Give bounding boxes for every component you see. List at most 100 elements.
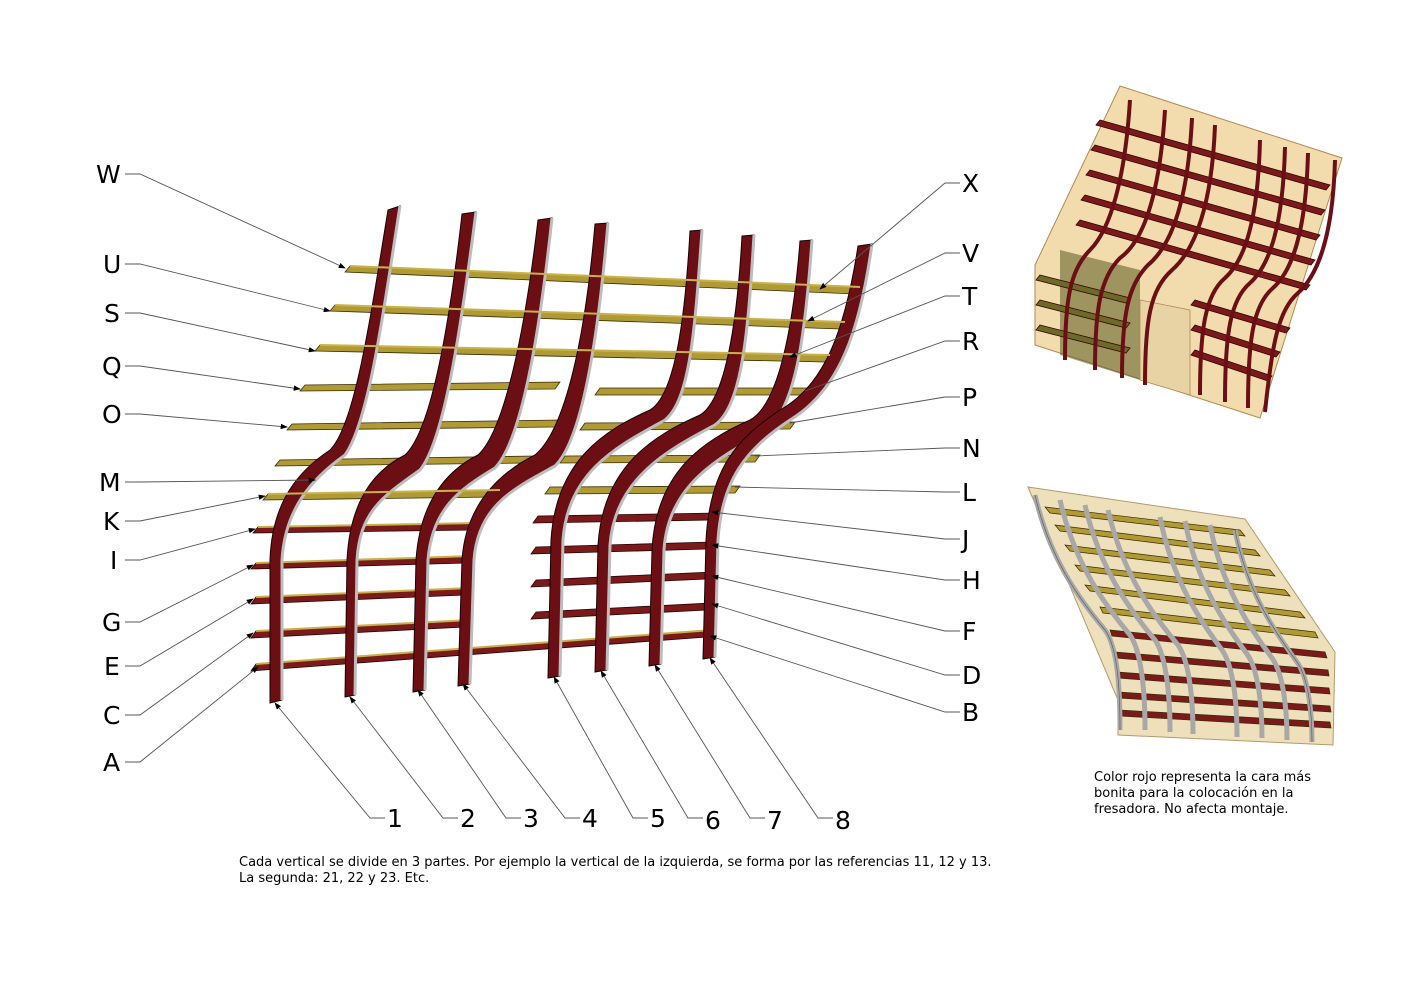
leader-F [711, 574, 960, 632]
leader-3 [417, 689, 521, 819]
leader-6 [600, 670, 703, 819]
leader-C [125, 632, 254, 716]
iso-bottom-shelf [1044, 506, 1246, 537]
shelf-labels-left: W U S Q O M K I G E C A [96, 160, 122, 777]
iso-top-shelf [1085, 169, 1321, 241]
label-X: X [962, 169, 979, 198]
shelf-edge-I [257, 522, 481, 528]
label-B: B [962, 698, 979, 727]
leader-7 [654, 664, 765, 819]
shelf-front-K [267, 489, 501, 495]
leader-I [125, 528, 256, 561]
leader-S [125, 312, 316, 353]
leader-lines [125, 173, 960, 819]
leader-U [125, 263, 331, 313]
leader-1 [274, 702, 385, 819]
iso-top-shelf [1190, 299, 1291, 334]
label-2: 2 [460, 804, 476, 833]
leader-5 [553, 676, 648, 819]
iso-top-rib [1063, 99, 1132, 361]
label-D: D [962, 661, 981, 690]
iso-top-rib [1246, 152, 1310, 409]
iso-top-shelf [1090, 144, 1326, 216]
leader-V [807, 252, 960, 322]
label-A: A [103, 748, 120, 777]
leader-X [819, 182, 960, 290]
leader-P [789, 396, 960, 424]
shelf-front-S [319, 344, 831, 356]
leader-L [734, 486, 960, 493]
leader-J [711, 510, 960, 540]
label-O: O [102, 400, 122, 429]
instruction-note: Cada vertical se divide en 3 partes. Por… [239, 855, 999, 887]
iso-top-cavity-inner [1139, 299, 1191, 396]
iso-view-back [1034, 85, 1343, 419]
shelf-front-W [349, 265, 861, 288]
label-5: 5 [650, 804, 666, 833]
label-G: G [102, 608, 121, 637]
shelf-front-U [334, 304, 846, 323]
iso-top-shelf [1075, 219, 1311, 291]
iso-bottom-rib [1207, 524, 1290, 741]
iso-top-rib [1263, 159, 1337, 413]
leader-G [125, 564, 254, 623]
label-1: 1 [387, 804, 403, 833]
leader-R [804, 340, 960, 392]
vertical-1-edge [280, 205, 402, 700]
label-3: 3 [523, 804, 539, 833]
leader-B [709, 635, 960, 713]
label-J: J [960, 525, 969, 554]
iso-bottom-rib-outline [1234, 529, 1313, 743]
shelf-front-strips [267, 265, 861, 495]
leader-4 [462, 683, 580, 819]
leader-E [125, 598, 254, 667]
label-C: C [103, 701, 120, 730]
iso-top-rib [1120, 117, 1194, 379]
label-E: E [104, 652, 120, 681]
leader-M [125, 477, 316, 483]
iso-bottom-rib [1182, 520, 1265, 739]
leader-W [125, 173, 346, 269]
label-6: 6 [705, 806, 721, 835]
vertical-labels: 1 2 3 4 5 6 7 8 [387, 804, 851, 835]
label-P: P [962, 383, 977, 412]
iso-bottom-rib [1082, 504, 1173, 733]
main-verticals [269, 205, 874, 704]
leader-O [125, 413, 288, 430]
instruction-line-2: La segunda: 21, 22 y 23. Etc. [239, 871, 430, 886]
leader-2 [349, 696, 458, 819]
color-legend-note: Color rojo representa la cara más bonita… [1094, 770, 1312, 817]
iso-top-rib [1093, 109, 1167, 371]
main-shelf-structure [250, 205, 874, 704]
iso-bottom-rib [1157, 516, 1240, 738]
leader-T [789, 295, 960, 358]
label-S: S [104, 299, 120, 328]
leader-8 [709, 657, 833, 819]
iso-view-front [1027, 486, 1336, 746]
iso-top-shelf [1035, 324, 1131, 354]
vertical-8-edge [713, 243, 874, 658]
iso-top-ribs [1063, 99, 1337, 413]
label-F: F [962, 617, 976, 646]
label-M: M [99, 468, 121, 497]
label-H: H [962, 566, 981, 595]
iso-top-rib [1143, 124, 1217, 386]
label-4: 4 [582, 804, 598, 833]
iso-bottom-rib [1105, 509, 1196, 735]
label-W: W [96, 160, 121, 189]
iso-bottom-rib-outline [1034, 494, 1121, 731]
iso-bottom-ribs-outline [1034, 494, 1313, 743]
iso-bottom-rib [1057, 499, 1148, 731]
shelf-edge-E [255, 587, 471, 598]
label-I: I [110, 546, 117, 575]
instruction-line-1: Cada vertical se divide en 3 partes. Por… [239, 855, 992, 870]
label-R: R [962, 327, 979, 356]
label-V: V [962, 239, 979, 268]
label-K: K [103, 507, 120, 536]
shelf-edge-C [255, 619, 471, 632]
vertical-5-edge [558, 229, 704, 677]
label-N: N [962, 434, 981, 463]
leader-A [125, 666, 259, 763]
iso-top-rib [1223, 146, 1287, 403]
